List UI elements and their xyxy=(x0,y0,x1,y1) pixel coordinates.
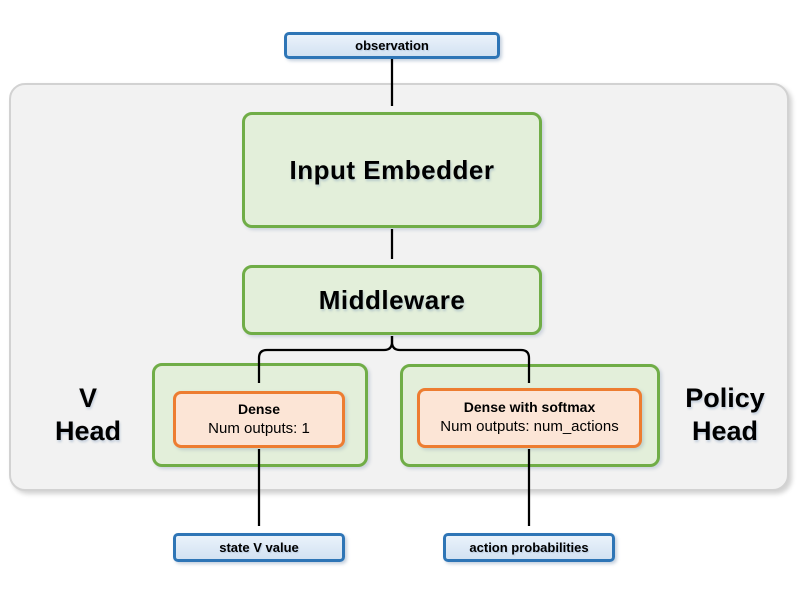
v-head-label-line2: Head xyxy=(54,416,122,446)
state-v-value-node: state V value xyxy=(173,533,345,562)
policy-head-dense-node: Dense with softmax Num outputs: num_acti… xyxy=(417,388,642,448)
v-head-group-label: V Head xyxy=(33,382,143,448)
policy-head-label-line2: Head xyxy=(691,416,759,446)
observation-label: observation xyxy=(355,38,429,53)
v-head-dense-title: Dense xyxy=(237,400,281,417)
input-embedder-node: Input Embedder xyxy=(242,112,542,228)
policy-head-dense-title: Dense with softmax xyxy=(463,399,596,416)
v-head-dense-subtitle: Num outputs: 1 xyxy=(208,419,310,437)
input-embedder-label: Input Embedder xyxy=(289,154,495,185)
action-probabilities-label: action probabilities xyxy=(469,540,589,555)
middleware-node: Middleware xyxy=(242,265,542,335)
policy-head-label-line1: Policy xyxy=(685,383,765,413)
observation-node: observation xyxy=(284,32,500,59)
policy-head-group-label: Policy Head xyxy=(655,382,795,448)
action-probabilities-node: action probabilities xyxy=(443,533,615,562)
v-head-label-line1: V xyxy=(78,383,97,413)
state-v-value-label: state V value xyxy=(219,540,299,555)
v-head-dense-node: Dense Num outputs: 1 xyxy=(173,391,345,448)
policy-head-dense-subtitle: Num outputs: num_actions xyxy=(440,418,619,436)
middleware-label: Middleware xyxy=(318,284,466,315)
